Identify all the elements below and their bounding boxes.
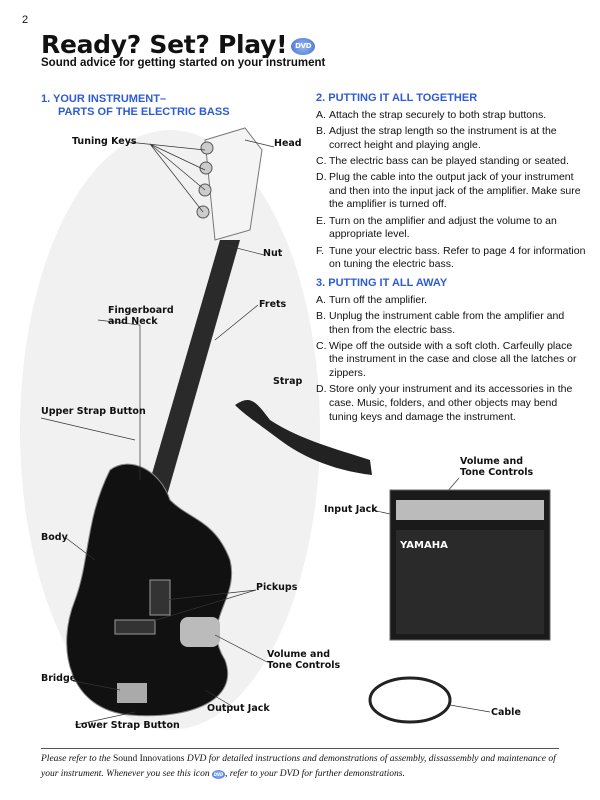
footer-text: , refer to your DVD for further demonstr… [224,769,405,779]
label-body: Body [41,532,68,543]
list-item: D.Store only your instrument and its acc… [316,383,586,424]
label-upper-strap-button: Upper Strap Button [41,406,146,417]
cable [368,676,452,724]
body [66,463,233,717]
item-text: Adjust the strap length so the instrumen… [329,124,557,151]
section1-heading: 1. YOUR INSTRUMENT–PARTS OF THE ELECTRIC… [41,93,230,119]
list-item: C.The electric bass can be played standi… [316,155,586,169]
label-line: Volume and [267,649,331,660]
list-item: F. Tune your electric bass. Refer to page… [316,245,586,272]
list-item: A.Attach the strap securely to both stra… [316,109,586,123]
item-letter: F. [316,244,325,257]
headstock [204,127,263,241]
label-head: Head [274,138,302,149]
item-letter: C. [316,339,327,352]
subtitle: Sound advice for getting started on your… [41,57,326,69]
label-cable: Cable [491,707,521,718]
dvd-icon: DVD [211,770,225,779]
item-text: Turn on the amplifier and adjust the vol… [329,214,557,241]
item-letter: A. [316,293,326,306]
item-letter: B. [316,124,326,137]
control-plate [180,617,220,647]
label-line: Fingerboard [108,305,174,316]
bridge [117,683,147,703]
item-text: The electric bass can be played standing… [329,154,569,167]
item-letter: B. [316,309,326,322]
section3-list: A.Turn off the amplifier.B.Unplug the in… [316,294,586,425]
section2-heading: 2. PUTTING IT ALL TOGETHER [316,92,478,104]
heading-line: 1. YOUR INSTRUMENT– [41,93,167,105]
neck [140,240,240,520]
item-text: Unplug the instrument cable from the amp… [329,309,565,336]
item-text: Store only your instrument and its acces… [329,383,573,423]
pickup [149,579,171,616]
label-line: Tone Controls [460,467,534,478]
item-text: Turn off the amplifier. [329,293,428,306]
item-letter: C. [316,154,327,167]
footer-text: Sound Innovations [112,754,185,764]
label-input-jack: Input Jack [324,504,378,515]
label-bridge: Bridge [41,673,77,684]
section2: 2. PUTTING IT ALL TOGETHER A.Attach the … [316,92,586,427]
item-letter: E. [316,214,326,227]
footer-note: Please refer to the Sound Innovations DV… [41,752,561,782]
page-title: Ready? Set? Play!DVD [41,30,316,59]
item-letter: A. [316,108,326,121]
section2-list: A.Attach the strap securely to both stra… [316,109,586,272]
item-text: Plug the cable into the output jack of y… [329,171,581,211]
list-item: D.Plug the cable into the output jack of… [316,171,586,212]
heading-line: PARTS OF THE ELECTRIC BASS [58,106,230,118]
label-line: Tone Controls [267,660,341,671]
item-letter: D. [316,171,327,184]
list-item: E.Turn on the amplifier and adjust the v… [316,215,586,242]
leader-lines [40,139,491,726]
page-number: 2 [22,14,29,26]
item-letter: D. [316,383,327,396]
list-item: B.Adjust the strap length so the instrum… [316,125,586,152]
label-frets: Frets [259,299,287,310]
amplifier: YAMAHA [389,489,551,641]
label-lower-strap-button: Lower Strap Button [75,720,180,731]
list-item: B.Unplug the instrument cable from the a… [316,310,586,337]
label-line: and Neck [108,316,158,327]
dvd-icon: DVD [291,37,316,55]
list-item: A.Turn off the amplifier. [316,294,586,308]
strap [235,400,372,475]
label-nut: Nut [263,248,283,259]
amp-brand: YAMAHA [399,540,448,551]
label-tuning-keys: Tuning Keys [72,136,137,147]
footer-text: DVD for detailed instructions and demons… [41,754,556,779]
label-strap: Strap [273,376,303,387]
tuning-key [200,141,214,155]
item-text: Attach the strap securely to both strap … [329,108,547,121]
footer-text: Please refer to the [41,754,113,764]
label-output-jack: Output Jack [207,703,270,714]
footer-divider [41,748,559,749]
section3-heading: 3. PUTTING IT ALL AWAY [316,276,448,289]
item-text: Tune your electric bass. Refer to page 4… [329,244,586,271]
item-text: Wipe off the outside with a soft cloth. … [329,339,577,380]
title-text: Ready? Set? Play! [41,30,288,59]
bass-guitar-illustration [66,127,263,717]
label-line: Volume and [460,456,524,467]
list-item: C.Wipe off the outside with a soft cloth… [316,340,586,381]
label-pickups: Pickups [256,582,298,593]
tuning-key [199,161,213,175]
